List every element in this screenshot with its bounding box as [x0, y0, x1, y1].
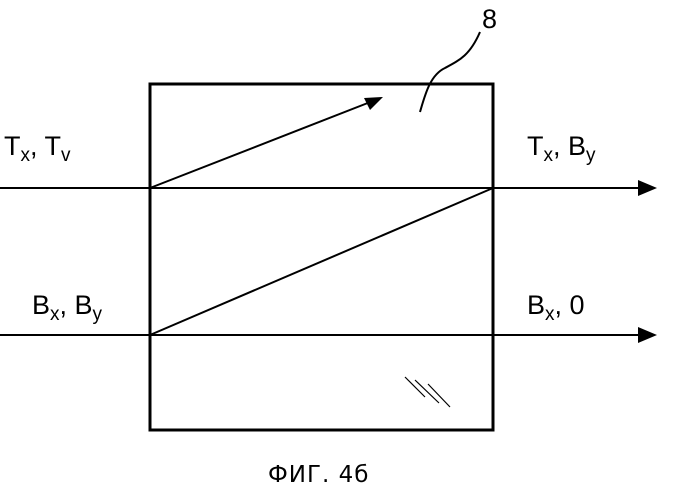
- crystal-block: [150, 84, 493, 430]
- output-bottom-label: Bx, 0: [527, 290, 585, 325]
- reference-numeral: 8: [482, 4, 497, 34]
- deflected-beam-arrow: [150, 99, 378, 188]
- input-bottom-label: Bx, By: [32, 290, 103, 325]
- upper-beam-arrowhead: [638, 180, 657, 196]
- figure-caption: ФИГ. 4б: [268, 462, 369, 488]
- leader-line: [420, 32, 480, 112]
- lower-beam-arrowhead: [638, 327, 657, 343]
- input-top-label: Tx, Tv: [4, 131, 71, 166]
- diagonal-beam: [150, 188, 493, 335]
- deflected-beam-arrowhead: [364, 97, 383, 110]
- output-top-label: Tx, By: [527, 131, 596, 166]
